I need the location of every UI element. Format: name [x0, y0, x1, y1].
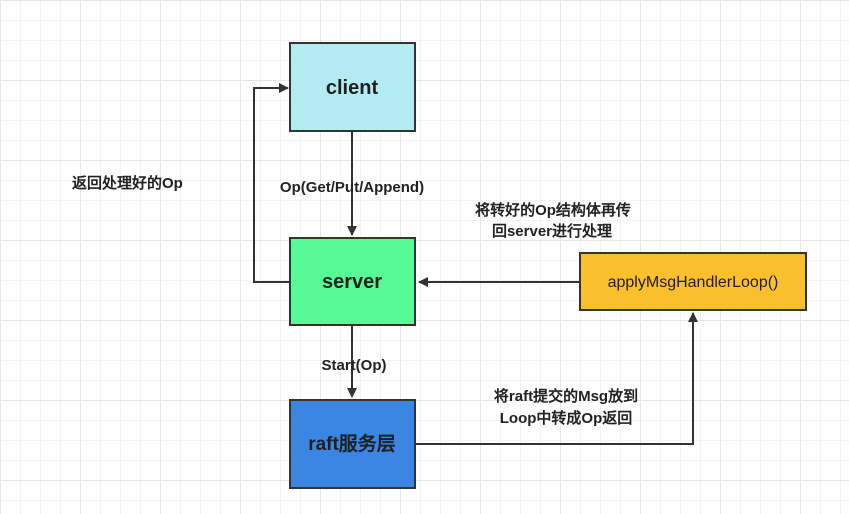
loop-to-server-label-line2: 回server进行处理 — [492, 222, 612, 240]
raft-node: raft服务层 — [289, 399, 416, 489]
loop-to-server-label-line1: 将转好的Op结构体再传 — [475, 201, 631, 219]
raft-to-loop-label-line1: 将raft提交的Msg放到 — [494, 387, 638, 405]
apply-loop-label: applyMsgHandlerLoop() — [608, 274, 779, 291]
server-label: server — [322, 271, 382, 293]
raft-to-loop-label-line2: Loop中转成Op返回 — [500, 409, 632, 427]
start-label: Start(Op) — [322, 357, 387, 374]
client-label: client — [326, 77, 379, 99]
op-label: Op(Get/Put/Append) — [280, 179, 424, 196]
apply-loop-node: applyMsgHandlerLoop() — [579, 252, 807, 311]
raft-to-loop-arrow — [415, 312, 698, 445]
return-label: 返回处理好的Op — [72, 174, 183, 192]
server-to-client-return-arrow — [253, 83, 290, 283]
server-node: server — [289, 237, 416, 326]
client-node: client — [289, 42, 416, 132]
raft-label: raft服务层 — [308, 432, 396, 455]
